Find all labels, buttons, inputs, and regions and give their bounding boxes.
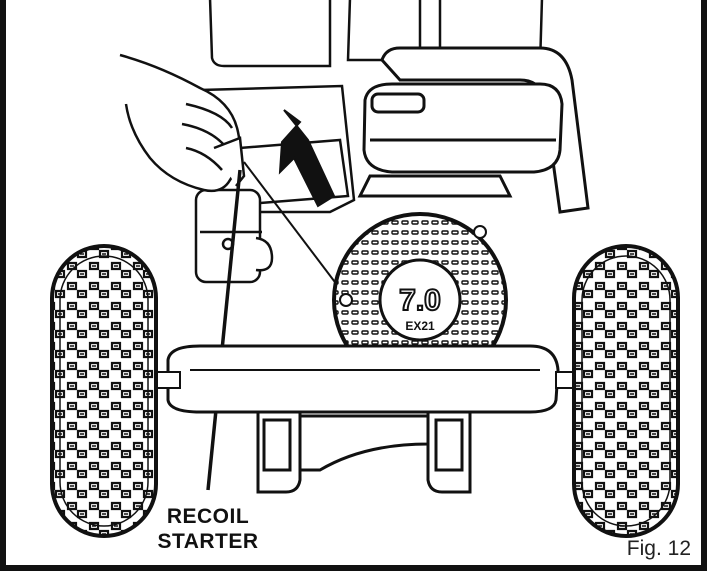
engine-badge-model: EX21: [405, 319, 435, 333]
frame-legs: [256, 410, 472, 494]
frame-bar: [166, 344, 560, 414]
recoil-starter-cover: [332, 212, 508, 388]
figure-label: Fig. 12: [626, 537, 691, 560]
fuel-tank: [357, 82, 564, 198]
callout-leader: [206, 169, 242, 491]
recoil-cord: [243, 161, 351, 303]
top-tank: [208, 0, 544, 68]
hand: [119, 53, 246, 193]
callout-label-line2: STARTER: [157, 530, 259, 553]
right-wheel: [572, 244, 680, 538]
pull-direction-arrow: [278, 109, 336, 208]
engine-badge-size: 7.0: [399, 284, 441, 317]
left-wheel: [50, 244, 158, 538]
handle-bar: [380, 46, 590, 214]
callout-label-line1: RECOIL: [166, 505, 250, 528]
